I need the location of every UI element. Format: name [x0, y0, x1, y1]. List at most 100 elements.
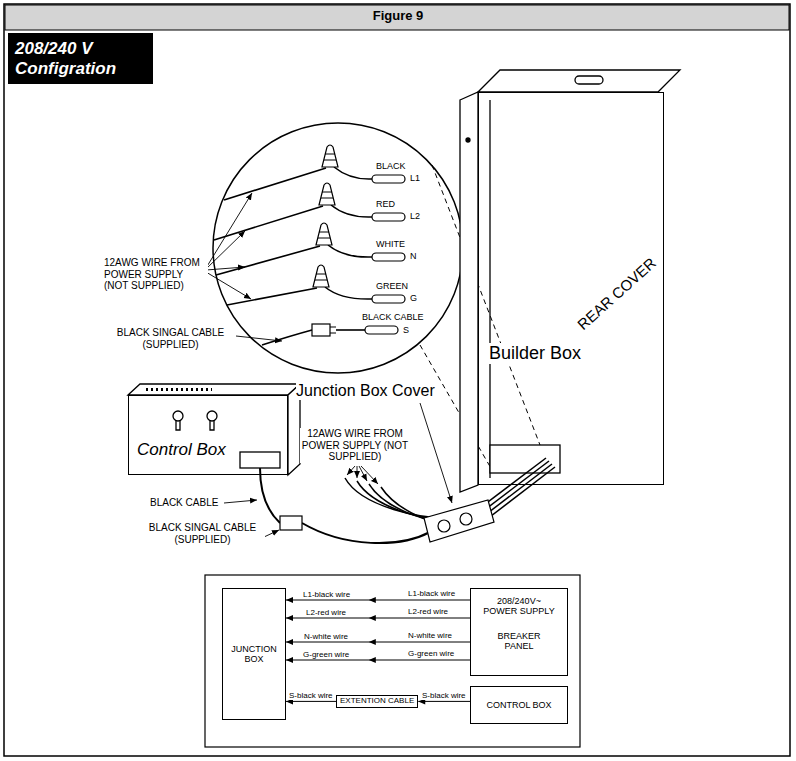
keyhole-slot	[210, 420, 214, 430]
magnifier-lines	[420, 165, 540, 470]
leader-line	[264, 530, 279, 537]
wire-label: S-black wire	[288, 691, 334, 700]
config-badge: 208/240 V Configration	[8, 33, 153, 84]
wire-color: RED	[376, 199, 395, 209]
box-front-strip	[460, 92, 478, 492]
keyhole	[173, 411, 183, 421]
wire-nut-rib	[315, 274, 327, 280]
terminal-mark: L1	[410, 173, 420, 183]
box-label: EXTENTION CABLE	[340, 697, 414, 706]
wire-nut-rib	[321, 192, 333, 198]
terminal-mark: S	[403, 325, 409, 335]
figure-frame	[4, 4, 790, 756]
box-label: JUNCTION BOX	[226, 644, 282, 665]
wire-color: BLACK	[376, 161, 406, 171]
signal-wire	[336, 329, 365, 331]
connector-line	[286, 660, 470, 661]
leader-line	[357, 466, 358, 478]
extension-cable-box: EXTENTION CABLE	[336, 695, 418, 708]
lead-tube	[372, 253, 405, 261]
signal-wire	[262, 330, 312, 345]
box-label: Builder Box	[487, 343, 583, 364]
box-label: 208/240V~ POWER SUPPLY	[482, 596, 556, 617]
control-box-drawing	[128, 384, 300, 475]
top-slot	[575, 76, 603, 84]
callout-note: 12AWG WIRE FROM POWER SUPPLY (NOT SUPPLI…	[300, 428, 410, 463]
terminal-mark: L2	[410, 211, 420, 221]
junction-wires	[260, 458, 555, 543]
wire-label: L1-black wire	[302, 590, 351, 599]
lead-tube	[372, 175, 405, 183]
arrow-head	[286, 639, 293, 645]
connector-line	[286, 701, 336, 702]
leader-line	[347, 466, 355, 475]
dashed-line	[420, 345, 492, 470]
plug-connector	[280, 516, 302, 530]
cable-slot	[240, 452, 280, 468]
wire	[214, 206, 323, 240]
wire-label: N-white wire	[408, 631, 452, 640]
leader-line	[206, 193, 252, 268]
arrow-head	[369, 639, 376, 645]
arrow-head	[286, 657, 293, 663]
wire-nuts	[313, 145, 338, 287]
device-label: Control Box	[137, 440, 226, 460]
keyhole-slot	[176, 420, 180, 430]
arrow-head	[286, 597, 293, 603]
leader-lines	[206, 193, 452, 537]
connector-line	[286, 618, 470, 619]
magnifier-circle	[213, 123, 463, 373]
lead-tube	[372, 213, 405, 221]
box-top-face	[128, 384, 300, 395]
wire-label: N-white wire	[303, 632, 349, 641]
screw	[466, 138, 470, 142]
junction-box: JUNCTION BOX	[222, 588, 286, 720]
leader-line	[206, 231, 245, 269]
wire	[224, 168, 326, 200]
wire	[334, 167, 372, 179]
arrow-head	[369, 597, 376, 603]
leader-line	[361, 466, 378, 484]
leader-line	[224, 500, 257, 503]
wire-nut	[313, 265, 329, 287]
wire-label: L1-black wire	[408, 589, 455, 598]
figure-title: Figure 9	[0, 9, 796, 24]
box-label: BREAKER PANEL	[482, 631, 556, 652]
part-label: Junction Box Cover	[296, 382, 435, 400]
leader-line	[206, 272, 251, 299]
callout-note: BLACK CABLE	[150, 497, 218, 509]
arrow-head	[369, 657, 376, 663]
signal-cable	[302, 523, 430, 543]
wire	[325, 287, 372, 299]
power-supply-box: 208/240V~ POWER SUPPLY BREAKER PANEL	[470, 588, 568, 676]
wire-label: G-green wire	[408, 649, 454, 658]
callout-note: BLACK SINGAL CABLE (SUPPLIED)	[140, 522, 265, 545]
wire-color: GREEN	[376, 281, 408, 291]
plug-prongs	[330, 327, 336, 333]
arrow-head	[369, 615, 376, 621]
lead-tube	[372, 295, 405, 303]
terminal-mark: N	[410, 251, 417, 261]
panel-label: REAR COVER	[574, 254, 659, 333]
wire	[331, 205, 372, 217]
wire-label: S-black wire	[421, 691, 467, 700]
builder-box-drawing	[460, 70, 680, 492]
connector-line	[286, 642, 470, 643]
leader-line	[236, 336, 282, 341]
wire-color: WHITE	[376, 239, 405, 249]
wire-nut	[316, 223, 332, 245]
vent-slots	[146, 388, 212, 391]
wire-label: G-green wire	[302, 650, 350, 659]
control-box: CONTROL BOX	[470, 686, 568, 724]
wire-label: L2-red wire	[408, 607, 448, 616]
lead-tube	[365, 326, 398, 334]
wire-nut	[322, 145, 338, 167]
panel-edge	[489, 100, 490, 478]
connector-line	[418, 701, 470, 702]
wire-color: BLACK CABLE	[362, 312, 424, 322]
wire-nut-rib	[318, 232, 330, 238]
terminal-mark: G	[410, 293, 417, 303]
wire-label: L2-red wire	[305, 608, 347, 617]
